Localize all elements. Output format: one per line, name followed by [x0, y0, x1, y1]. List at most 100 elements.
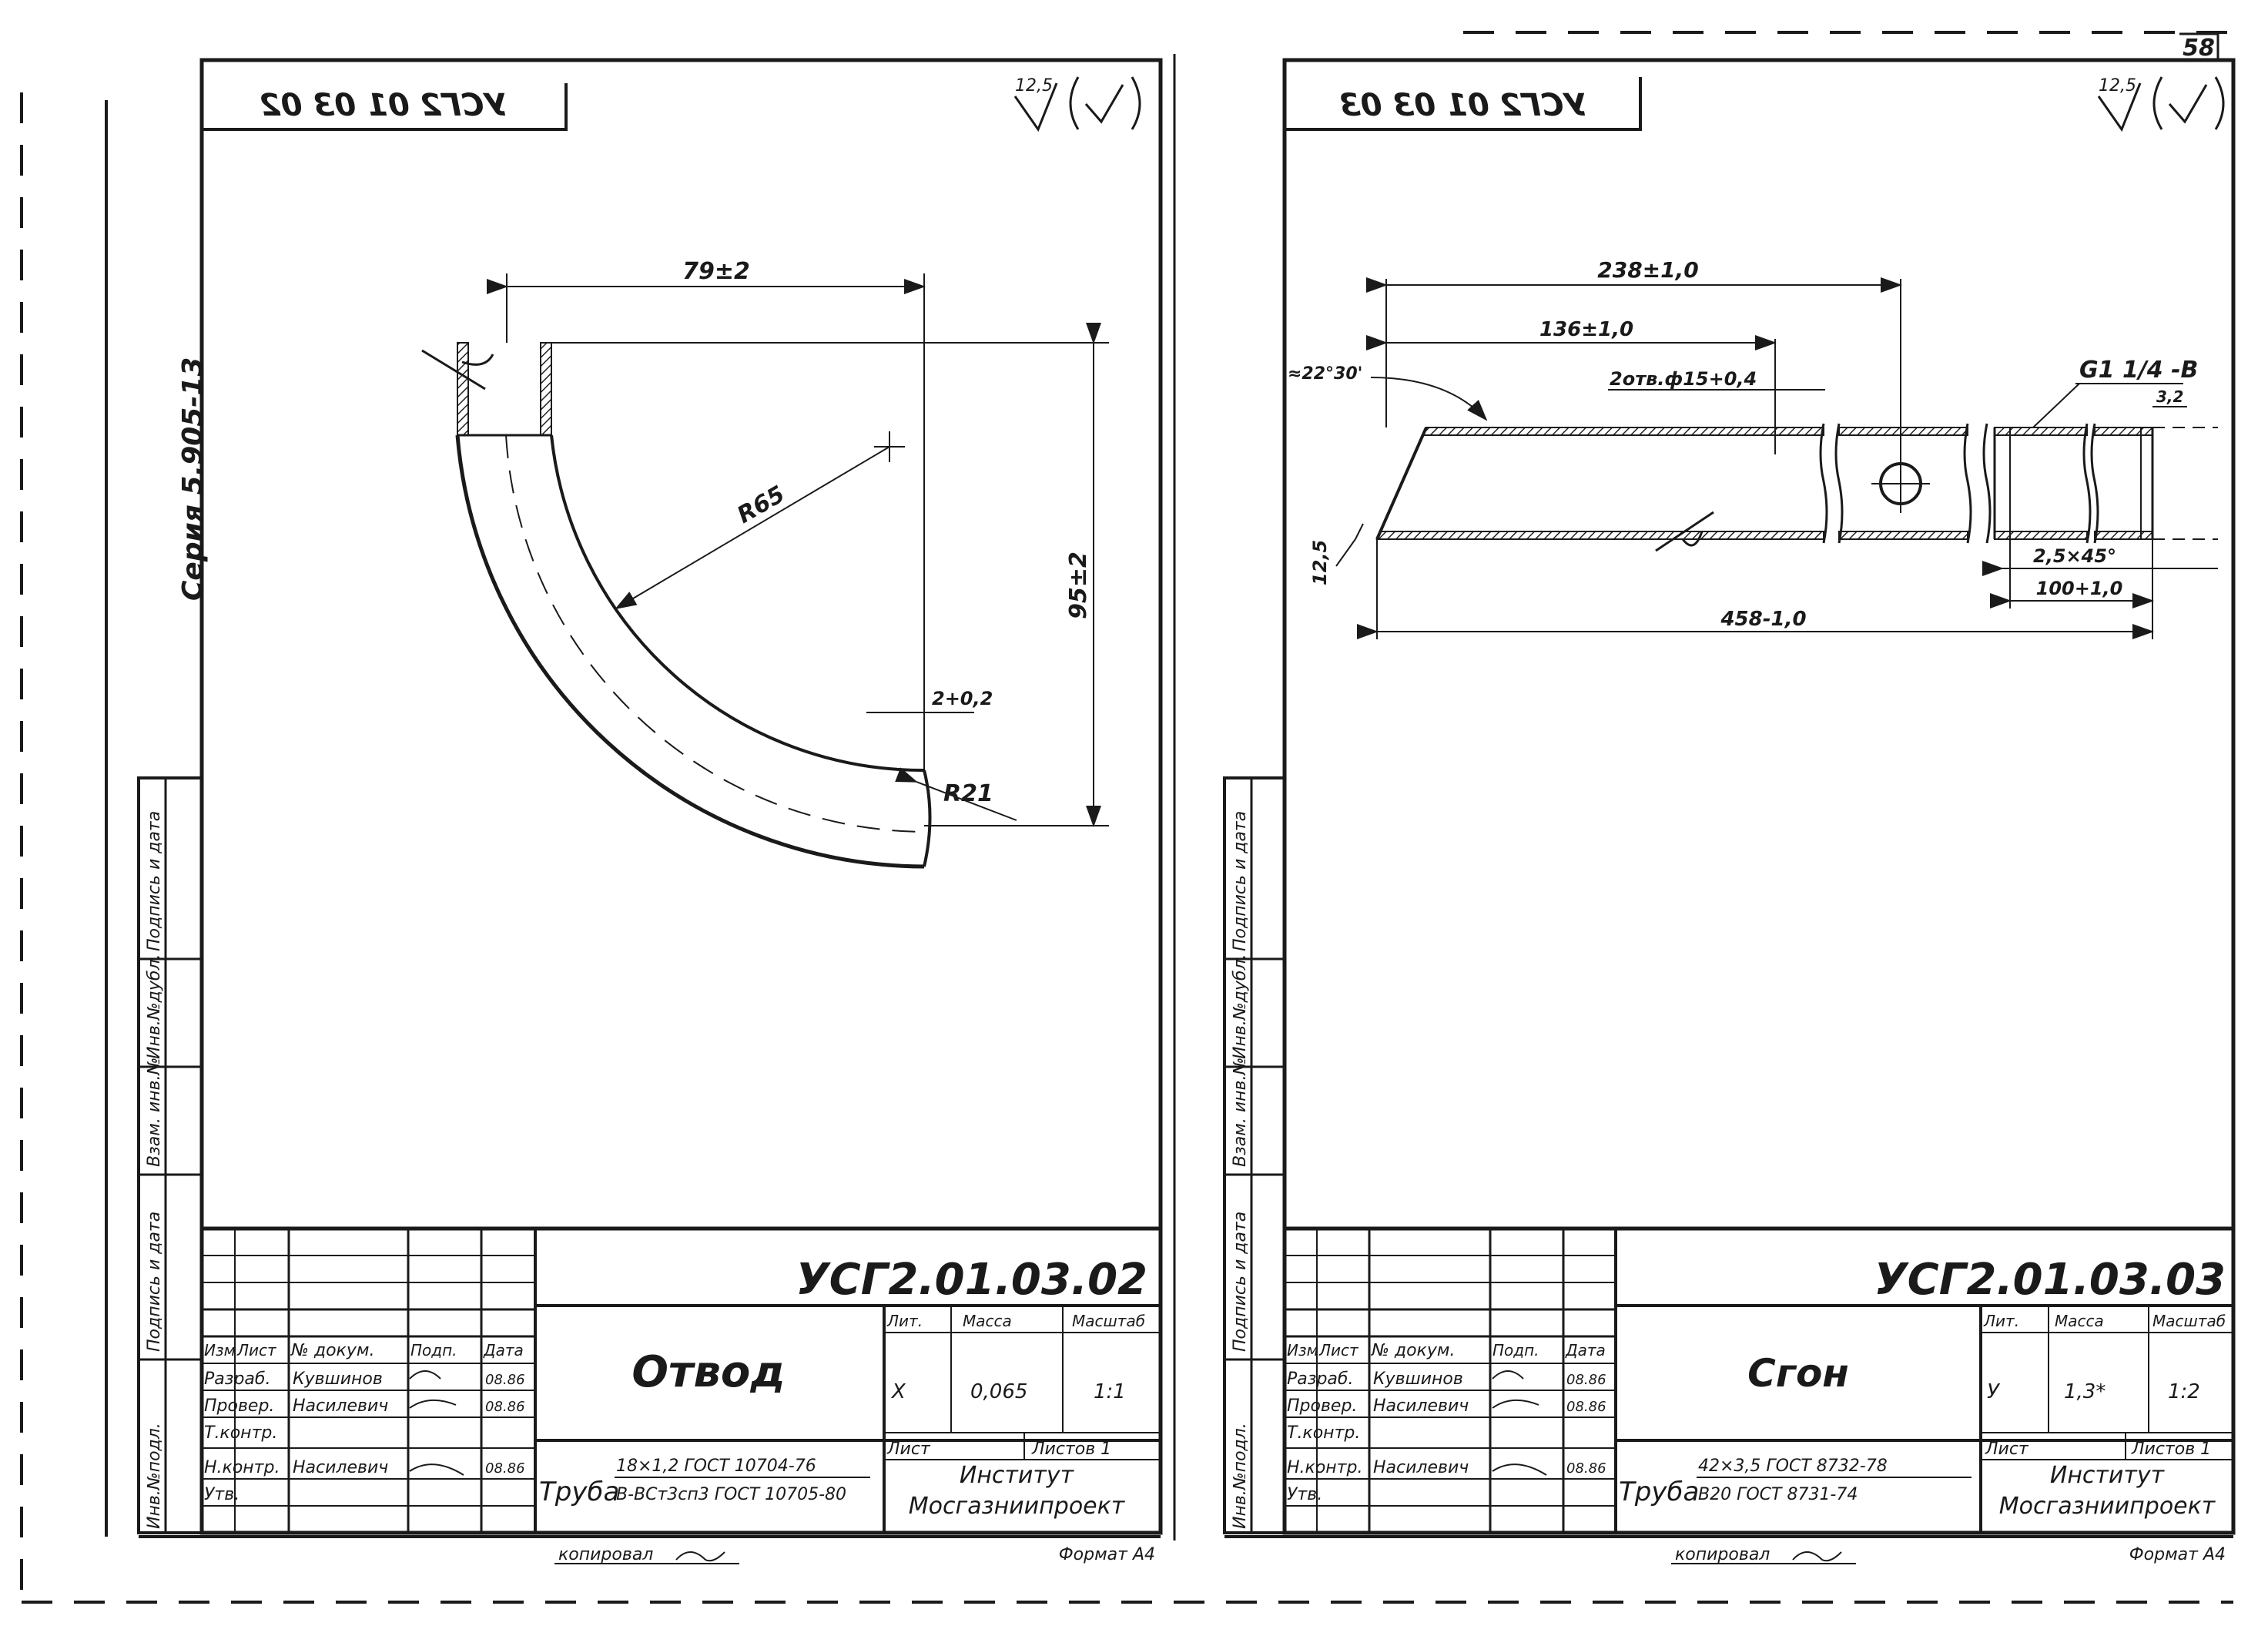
left-sheet: УСГ2 01 03 02 12,5 79±2 — [105, 58, 1163, 1564]
svg-text:08.86: 08.86 — [1566, 1460, 1606, 1477]
svg-text:Подпись и дата: Подпись и дата — [145, 811, 164, 951]
svg-text:Изм: Изм — [1287, 1341, 1318, 1359]
svg-text:Н.контр.: Н.контр. — [1287, 1458, 1362, 1477]
series-label: Серия 5.905-13 — [177, 357, 209, 601]
svg-text:08.86: 08.86 — [485, 1399, 525, 1415]
roughness-mark: 12,5 — [1013, 76, 1141, 132]
svg-text:3,2: 3,2 — [2156, 387, 2183, 406]
svg-text:12,5: 12,5 — [2099, 76, 2136, 96]
svg-text:Серия 5.905-13: Серия 5.905-13 — [177, 357, 209, 601]
svg-text:0,065: 0,065 — [970, 1380, 1027, 1403]
outer-dashed-frame — [20, 31, 2233, 1604]
svg-text:Насилевич: Насилевич — [293, 1396, 388, 1416]
svg-text:1:2: 1:2 — [2168, 1380, 2200, 1403]
svg-text:Х: Х — [890, 1380, 906, 1403]
left-title-block: Изм Лист № докум. Подп. Дата Разраб. Кув… — [199, 1226, 1163, 1564]
svg-text:≈22°30': ≈22°30' — [1288, 364, 1362, 384]
svg-text:УСГ2 01 03 02: УСГ2 01 03 02 — [260, 88, 508, 123]
svg-text:Сгон: Сгон — [1747, 1351, 1849, 1396]
svg-text:2+0,2: 2+0,2 — [932, 688, 993, 709]
svg-text:2,5×45°: 2,5×45° — [2033, 545, 2116, 567]
svg-text:Подпись и дата: Подпись и дата — [1231, 811, 1250, 951]
svg-text:Масштаб: Масштаб — [1072, 1312, 1145, 1330]
svg-text:Мосгазниипроект: Мосгазниипроект — [909, 1493, 1126, 1520]
svg-text:Лит.: Лит. — [886, 1312, 923, 1330]
svg-text:Взам. инв.№: Взам. инв.№ — [1231, 1058, 1250, 1167]
svg-text:Н.контр.: Н.контр. — [204, 1458, 280, 1477]
svg-text:Насилевич: Насилевич — [1373, 1396, 1469, 1416]
svg-text:УСГ2.01.03.03: УСГ2.01.03.03 — [1874, 1255, 2226, 1305]
svg-text:У: У — [1987, 1380, 2001, 1403]
pipe-drawing: 238±1,0 136±1,0 2отв.ф15+0,4 ≈22°30' G1 … — [1288, 257, 2218, 639]
svg-text:Т.контр.: Т.контр. — [1287, 1423, 1360, 1443]
svg-text:42×3,5 ГОСТ 8732-78: 42×3,5 ГОСТ 8732-78 — [1698, 1457, 1888, 1476]
page-number-box: 58 — [2179, 32, 2219, 62]
svg-text:08.86: 08.86 — [485, 1460, 525, 1477]
svg-text:№ докум.: № докум. — [290, 1341, 374, 1360]
svg-text:Масштаб: Масштаб — [2152, 1312, 2226, 1330]
svg-text:Насилевич: Насилевич — [1373, 1458, 1469, 1477]
svg-text:Провер.: Провер. — [204, 1396, 274, 1416]
svg-text:Формат А4: Формат А4 — [1059, 1545, 1155, 1564]
svg-text:458-1,0: 458-1,0 — [1720, 608, 1806, 631]
svg-text:Т.контр.: Т.контр. — [204, 1423, 277, 1443]
svg-text:R21: R21 — [943, 780, 993, 807]
svg-text:136±1,0: 136±1,0 — [1539, 318, 1633, 341]
svg-text:12,5: 12,5 — [1015, 76, 1053, 96]
svg-text:238±1,0: 238±1,0 — [1597, 257, 1699, 283]
svg-text:12,5: 12,5 — [1309, 540, 1331, 585]
svg-text:08.86: 08.86 — [1566, 1399, 1606, 1415]
svg-text:Утв.: Утв. — [1287, 1485, 1322, 1504]
svg-text:58: 58 — [2183, 35, 2215, 62]
svg-text:Подп.: Подп. — [410, 1341, 457, 1359]
right-side-stamp: Инв.№подл. Подпись и дата Взам. инв.№ Ин… — [1223, 776, 1286, 1534]
svg-text:Листов 1: Листов 1 — [2131, 1440, 2211, 1459]
mirrored-code-box-right: УСГ2 01 03 03 — [1285, 77, 1642, 131]
svg-text:Подпись и дата: Подпись и дата — [145, 1212, 164, 1352]
svg-text:Лист: Лист — [1985, 1440, 2029, 1459]
svg-text:УСГ2.01.03.02: УСГ2.01.03.02 — [796, 1255, 1147, 1305]
svg-text:В-ВСт3сп3 ГОСТ 10705-80: В-ВСт3сп3 ГОСТ 10705-80 — [616, 1485, 846, 1504]
svg-text:08.86: 08.86 — [1566, 1372, 1606, 1388]
svg-text:1,3*: 1,3* — [2064, 1380, 2106, 1403]
svg-text:Формат А4: Формат А4 — [2129, 1545, 2226, 1564]
svg-text:Институт: Институт — [960, 1462, 1075, 1489]
svg-text:Лист: Лист — [1318, 1341, 1359, 1359]
roughness-mark-right: 12,5 — [2097, 76, 2225, 132]
svg-text:Кувшинов: Кувшинов — [293, 1370, 383, 1389]
svg-text:Листов 1: Листов 1 — [1031, 1440, 1111, 1459]
svg-text:№ докум.: № докум. — [1371, 1341, 1455, 1360]
svg-text:Провер.: Провер. — [1287, 1396, 1357, 1416]
svg-text:Дата: Дата — [483, 1341, 524, 1359]
svg-text:Подп.: Подп. — [1492, 1341, 1539, 1359]
svg-text:Кувшинов: Кувшинов — [1373, 1370, 1463, 1389]
svg-text:копировал: копировал — [1675, 1545, 1770, 1564]
svg-text:Изм: Изм — [204, 1341, 236, 1359]
svg-text:95±2: 95±2 — [1065, 551, 1092, 619]
svg-text:Масса: Масса — [963, 1312, 1012, 1330]
svg-text:Взам. инв.№: Взам. инв.№ — [145, 1058, 164, 1167]
svg-text:Инв.№подл.: Инв.№подл. — [145, 1423, 164, 1529]
svg-text:100+1,0: 100+1,0 — [2036, 578, 2123, 599]
svg-text:Лит.: Лит. — [1983, 1312, 2019, 1330]
svg-text:Лист: Лист — [886, 1440, 931, 1459]
svg-text:Мосгазниипроект: Мосгазниипроект — [1999, 1493, 2216, 1520]
svg-text:Насилевич: Насилевич — [293, 1458, 388, 1477]
right-title-block: Изм Лист № докум. Подп. Дата Разраб. Кув… — [1282, 1226, 2236, 1564]
svg-text:2отв.ф15+0,4: 2отв.ф15+0,4 — [1610, 368, 1757, 390]
svg-text:Институт: Институт — [2050, 1462, 2166, 1489]
svg-text:Разраб.: Разраб. — [204, 1370, 270, 1389]
mirrored-code-box: УСГ2 01 03 02 — [202, 83, 568, 131]
svg-text:Отвод: Отвод — [631, 1347, 785, 1397]
svg-text:Разраб.: Разраб. — [1287, 1370, 1353, 1389]
svg-text:Труба: Труба — [1619, 1477, 1699, 1507]
svg-text:копировал: копировал — [558, 1545, 653, 1564]
svg-text:Инв.№подл.: Инв.№подл. — [1231, 1423, 1250, 1529]
svg-text:Подпись и дата: Подпись и дата — [1231, 1212, 1250, 1352]
svg-text:Масса: Масса — [2055, 1312, 2104, 1330]
svg-text:08.86: 08.86 — [485, 1372, 525, 1388]
svg-text:Труба: Труба — [539, 1477, 619, 1507]
svg-text:Дата: Дата — [1565, 1341, 1606, 1359]
left-side-stamp: Инв.№подл. Подпись и дата Взам. инв.№ Ин… — [137, 776, 203, 1534]
